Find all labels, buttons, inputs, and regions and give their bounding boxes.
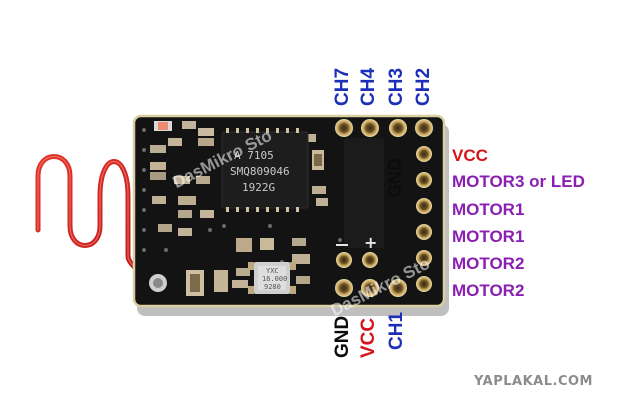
crystal-marking-line3: 9280 xyxy=(264,283,281,291)
chip-marking-line3: 1922G xyxy=(242,181,276,194)
chip-marking-line2: SMQ809046 xyxy=(230,165,290,178)
label-vcc-bottom: VCC xyxy=(358,317,379,358)
label-motor2-a: MOTOR2 xyxy=(452,254,525,273)
pad-ch4 xyxy=(361,119,379,137)
pad-ch1 xyxy=(389,279,407,297)
crystal-marking-line2: 16.000 xyxy=(262,275,288,283)
board-gnd-label: GND xyxy=(385,158,405,198)
rf-chip xyxy=(221,131,309,209)
pad-ch3 xyxy=(389,119,407,137)
pad-motor1-b xyxy=(416,224,432,240)
pad-motor3 xyxy=(416,172,432,188)
pad-ch7 xyxy=(335,119,353,137)
label-vcc-right: VCC xyxy=(452,146,488,165)
crystal-marking-line1: YXC xyxy=(266,267,279,275)
pad-vcc xyxy=(361,279,379,297)
pad-motor2-a xyxy=(416,250,432,266)
pad-gnd xyxy=(335,279,353,297)
label-gnd-bottom: GND xyxy=(332,315,353,358)
label-ch3: CH3 xyxy=(386,67,407,106)
svg-text:+: + xyxy=(364,233,377,252)
pad-motor1-a xyxy=(416,198,432,214)
label-ch2: CH2 xyxy=(413,67,434,106)
site-watermark: YAPLAKAL.COM xyxy=(474,374,593,389)
label-ch1: CH1 xyxy=(386,311,407,350)
label-ch7: CH7 xyxy=(332,67,353,106)
label-motor3-or-led: MOTOR3 or LED xyxy=(452,172,585,191)
label-ch4: CH4 xyxy=(358,67,379,106)
label-motor1-a: MOTOR1 xyxy=(452,200,525,219)
pad-motor2-b xyxy=(416,276,432,292)
pad-vcc-right xyxy=(416,146,432,162)
chip-marking-line1: A 7105 xyxy=(234,149,274,162)
pad-ch2 xyxy=(415,119,433,137)
label-motor2-b: MOTOR2 xyxy=(452,281,525,300)
label-motor1-b: MOTOR1 xyxy=(452,227,525,246)
